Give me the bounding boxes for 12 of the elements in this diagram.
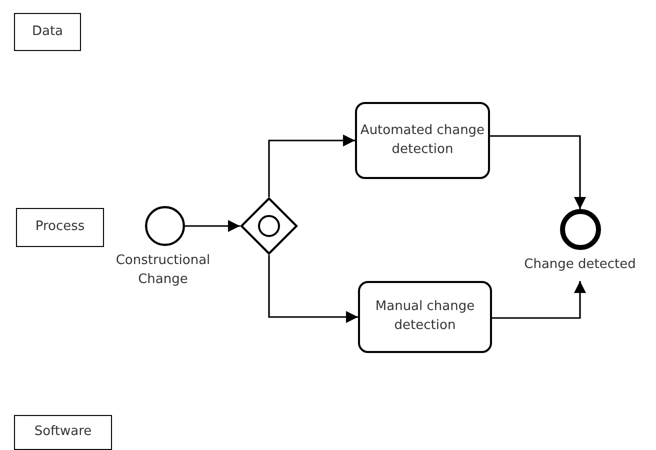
lane-label: Software [14,415,112,450]
event-label: Change detected [523,256,637,274]
arrow [268,134,355,197]
event-label: Constructional Change [114,252,212,289]
lane-label: Data [14,13,81,51]
arrow [490,135,586,209]
task-box: Manual change detection [358,281,492,353]
arrow [268,255,358,323]
arrow [185,220,240,232]
task-box: Automated change detection [355,102,490,179]
lane-label: Process [16,208,104,247]
arrow [492,281,586,319]
